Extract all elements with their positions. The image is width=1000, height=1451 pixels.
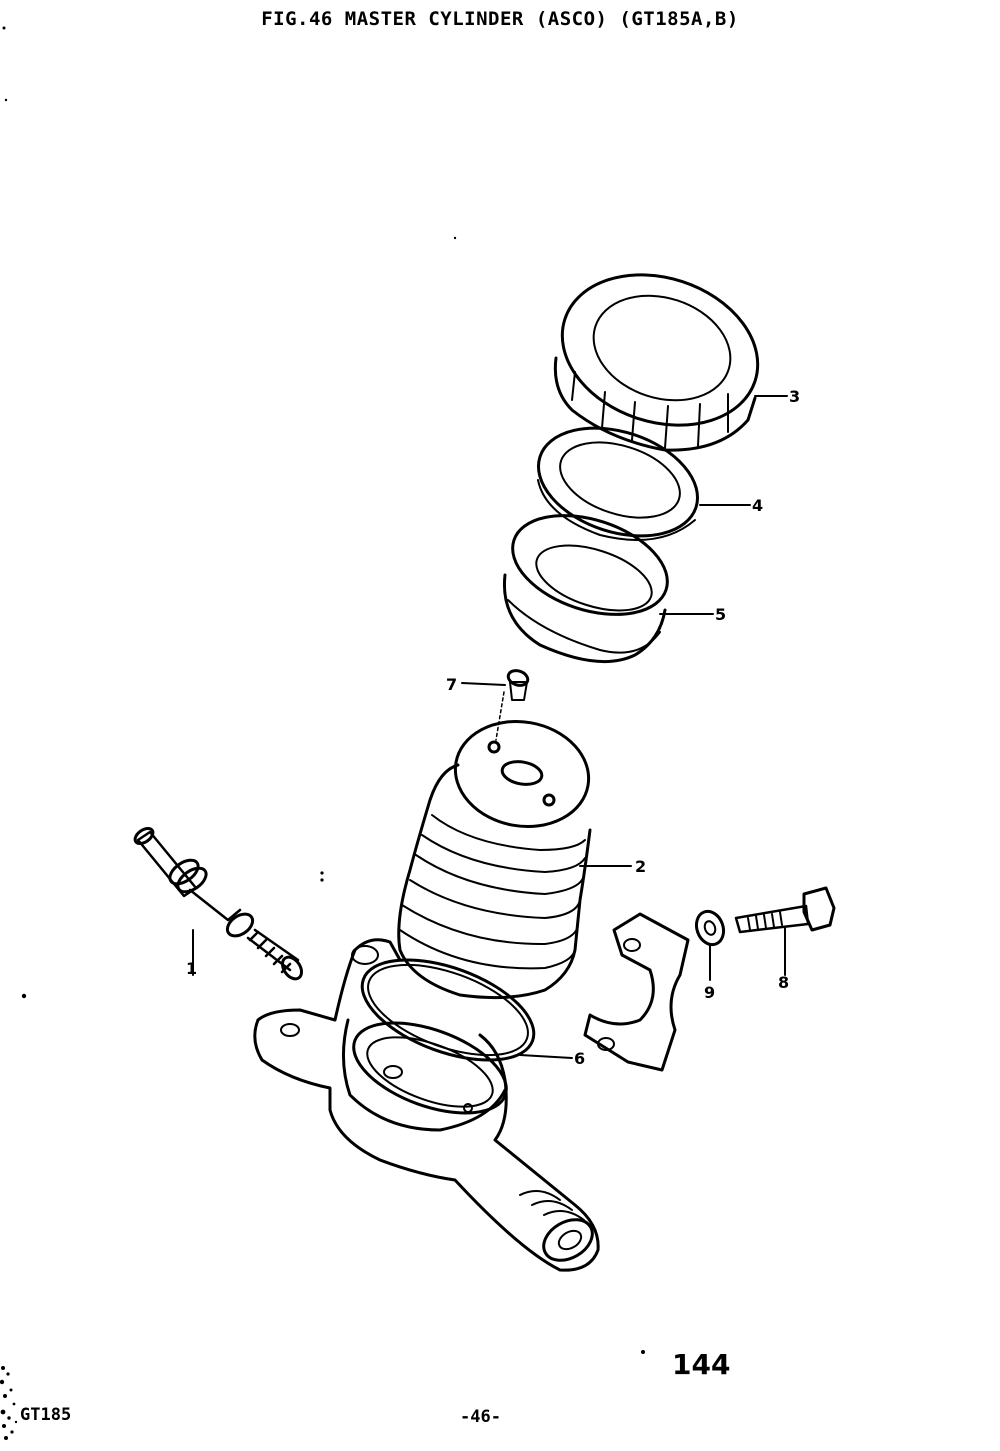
leader-lines (461, 395, 788, 1059)
piston-assembly (133, 826, 304, 981)
o-ring (360, 958, 536, 1062)
callout-4: 4 (752, 496, 763, 515)
cylinder-body-top (397, 719, 592, 1000)
callout-8: 8 (778, 973, 789, 992)
callout-7: 7 (446, 675, 457, 694)
callout-6: 6 (574, 1049, 585, 1068)
callout-9: 9 (704, 983, 715, 1002)
callout-3: 3 (789, 387, 800, 406)
master-cylinder-housing (253, 938, 600, 1272)
page-number: -46- (460, 1407, 501, 1427)
handlebar-clamp (583, 912, 690, 1072)
diaphragm-plate (536, 426, 700, 541)
scan-edge-noise (0, 1366, 18, 1440)
callout-1: 1 (186, 959, 197, 978)
callout-5: 5 (715, 605, 726, 624)
clamp-bolt (734, 886, 836, 976)
reservoir-cap (553, 273, 760, 452)
callout-2: 2 (635, 857, 646, 876)
figure-title: FIG.46 MASTER CYLINDER (ASCO) (GT185A,B) (261, 8, 739, 30)
diaphragm (502, 514, 669, 664)
cover-screw (495, 669, 530, 741)
washer (694, 909, 726, 981)
sheet-number: 144 (672, 1348, 731, 1381)
scan-specks (2, 26, 645, 1354)
model-code: GT185 (20, 1405, 72, 1425)
